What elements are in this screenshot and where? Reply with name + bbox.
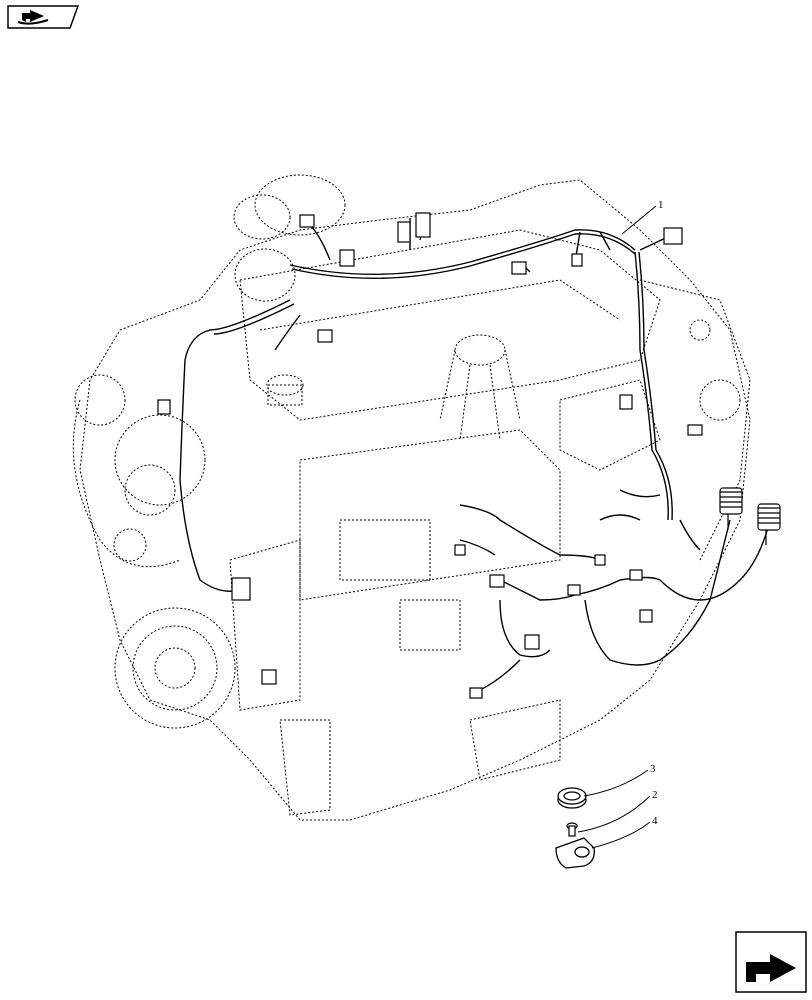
engine-block-outline	[72, 174, 751, 821]
callout-3: 3	[583, 763, 656, 797]
part-3-cable-clamp	[557, 787, 587, 809]
wiring-harness	[179, 218, 771, 691]
callout-label-2: 2	[652, 789, 658, 801]
round-harness-connectors	[719, 487, 781, 545]
callout-label-1: 1	[658, 199, 664, 211]
callout-label-4: 4	[652, 815, 658, 827]
callout-label-3: 3	[650, 763, 656, 775]
part-4-p-clip	[555, 837, 595, 869]
callout-4: 4	[591, 815, 658, 849]
next-page-icon[interactable]	[735, 931, 807, 993]
callout-2: 2	[577, 789, 658, 833]
part-2-screw	[566, 822, 578, 837]
previous-page-icon[interactable]	[7, 5, 80, 29]
harness-connectors	[157, 212, 703, 699]
callout-1: 1	[621, 199, 664, 235]
